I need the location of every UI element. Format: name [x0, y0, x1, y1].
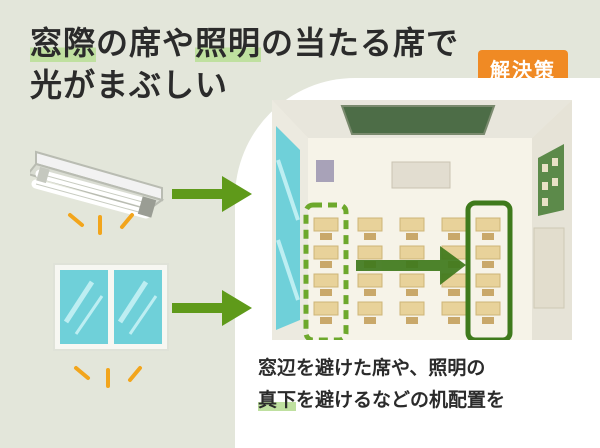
student-chair — [406, 233, 418, 240]
student-chair — [320, 233, 332, 240]
title-part-lit-seat: の当たる席で — [261, 24, 460, 62]
fluorescent-light-icon — [30, 150, 165, 219]
student-desk — [313, 245, 339, 260]
student-desk — [357, 273, 383, 288]
classroom-illustration — [272, 100, 572, 340]
student-desk — [357, 245, 383, 260]
student-desk — [313, 273, 339, 288]
page-title: 窓際の席や照明の当たる席で 光がまぶしい — [30, 22, 459, 106]
student-chair — [482, 261, 494, 268]
student-chair — [448, 317, 460, 324]
caption-line-1: 窓辺を避けた席や、照明の — [258, 357, 486, 379]
right-arrow-icon — [172, 290, 252, 326]
student-desks — [313, 217, 501, 324]
student-desk — [475, 217, 501, 232]
glare-rays-icon — [74, 366, 142, 388]
glare-rays-icon — [68, 213, 134, 235]
student-chair — [320, 261, 332, 268]
student-desk — [441, 217, 467, 232]
student-chair — [364, 289, 376, 296]
student-chair — [482, 317, 494, 324]
blackboard — [340, 105, 496, 135]
student-desk — [313, 217, 339, 232]
teacher-podium — [316, 160, 334, 182]
student-desk — [399, 217, 425, 232]
student-chair — [320, 317, 332, 324]
student-chair — [448, 233, 460, 240]
window-icon — [53, 263, 169, 351]
student-chair — [406, 289, 418, 296]
student-desk — [313, 301, 339, 316]
student-desk — [399, 301, 425, 316]
student-desk — [399, 245, 425, 260]
student-desk — [475, 301, 501, 316]
caption-part-arrangement: を避けるなどの机配置を — [296, 389, 506, 411]
student-chair — [448, 289, 460, 296]
title-line-2: 光がまぶしい — [30, 66, 229, 104]
student-desk — [475, 245, 501, 260]
title-line-1: 窓際の席や照明の当たる席で — [30, 22, 459, 64]
move-arrow — [356, 246, 466, 285]
student-chair — [482, 289, 494, 296]
student-chair — [364, 233, 376, 240]
student-desk — [357, 301, 383, 316]
student-chair — [320, 289, 332, 296]
solution-caption: 窓辺を避けた席や、照明の 真下を避けるなどの机配置を — [258, 352, 505, 416]
student-desk — [441, 301, 467, 316]
student-desk — [475, 273, 501, 288]
caption-part-directly-under: 真下 — [258, 389, 297, 411]
student-chair — [406, 317, 418, 324]
student-chair — [482, 233, 494, 240]
title-part-lighting: 照明 — [195, 24, 262, 62]
moved-column-highlight — [465, 200, 513, 340]
title-part-seat: の席や — [96, 24, 196, 62]
right-arrow-icon — [172, 176, 252, 212]
student-desk — [399, 273, 425, 288]
student-desk — [357, 217, 383, 232]
teacher-desk — [391, 161, 451, 189]
window-side-column-highlight — [303, 202, 349, 340]
caption-line-2: 真下を避けるなどの机配置を — [258, 384, 505, 416]
student-chair — [364, 317, 376, 324]
title-part-window-side: 窓際 — [30, 24, 97, 62]
